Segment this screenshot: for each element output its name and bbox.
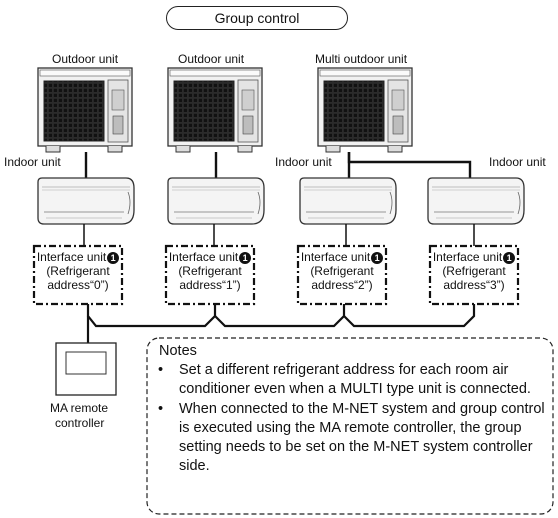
interface-address: address“3”)	[443, 278, 505, 292]
interface-unit-title: Interface unit	[168, 250, 239, 264]
note-item-2: When connected to the M-NET system and g…	[155, 400, 549, 476]
interface-unit-title: Interface unit	[36, 250, 107, 264]
number-1-badge-icon: 1	[239, 252, 252, 264]
interface-refrigerant-label: (Refrigerant	[46, 264, 110, 278]
notes-panel: Notes Set a different refrigerant addres…	[147, 338, 553, 514]
indoor-unit-label-middle: Indoor unit	[275, 155, 332, 169]
notes-list: Set a different refrigerant address for …	[155, 361, 549, 477]
outdoor-unit-label-2: Outdoor unit	[178, 52, 245, 66]
interface-refrigerant-label: (Refrigerant	[178, 264, 242, 278]
indoor-unit-3	[299, 177, 397, 225]
notes-box	[146, 337, 554, 515]
indoor-unit-4	[427, 177, 525, 225]
pipe-multi-branch-right	[347, 152, 472, 178]
notes-title: Notes	[159, 343, 197, 359]
ma-wire-2-3	[214, 304, 346, 328]
multi-outdoor-unit	[317, 67, 413, 153]
indoor-unit-label-right: Indoor unit	[489, 155, 546, 169]
indoor-unit-1	[37, 177, 135, 225]
number-1-badge-icon: 1	[503, 252, 516, 264]
ma-remote-label-line2: controller	[55, 416, 105, 430]
interface-unit-title: Interface unit	[432, 250, 503, 264]
interface-address: address“2”)	[311, 278, 373, 292]
note-item-1: Set a different refrigerant address for …	[155, 361, 549, 399]
ma-remote-screen	[65, 351, 107, 375]
outdoor-unit-1	[37, 67, 133, 153]
number-1-badge-icon: 1	[107, 252, 120, 264]
number-1-badge-icon: 1	[371, 252, 384, 264]
indoor-unit-label-left: Indoor unit	[4, 155, 61, 169]
multi-outdoor-unit-label: Multi outdoor unit	[315, 52, 408, 66]
indoor-unit-2	[167, 177, 265, 225]
outdoor-unit-label-1: Outdoor unit	[52, 52, 119, 66]
ma-wire-1-2	[86, 304, 217, 328]
interface-refrigerant-label: (Refrigerant	[442, 264, 506, 278]
group-control-title: Group control	[166, 6, 348, 30]
interface-refrigerant-label: (Refrigerant	[310, 264, 374, 278]
ma-wire-3-4	[343, 304, 476, 328]
interface-address: address“0”)	[47, 278, 109, 292]
interface-unit-title: Interface unit	[300, 250, 371, 264]
ma-remote-label-line1: MA remote	[50, 401, 109, 415]
interface-address: address“1”)	[179, 278, 241, 292]
outdoor-unit-2	[167, 67, 263, 153]
